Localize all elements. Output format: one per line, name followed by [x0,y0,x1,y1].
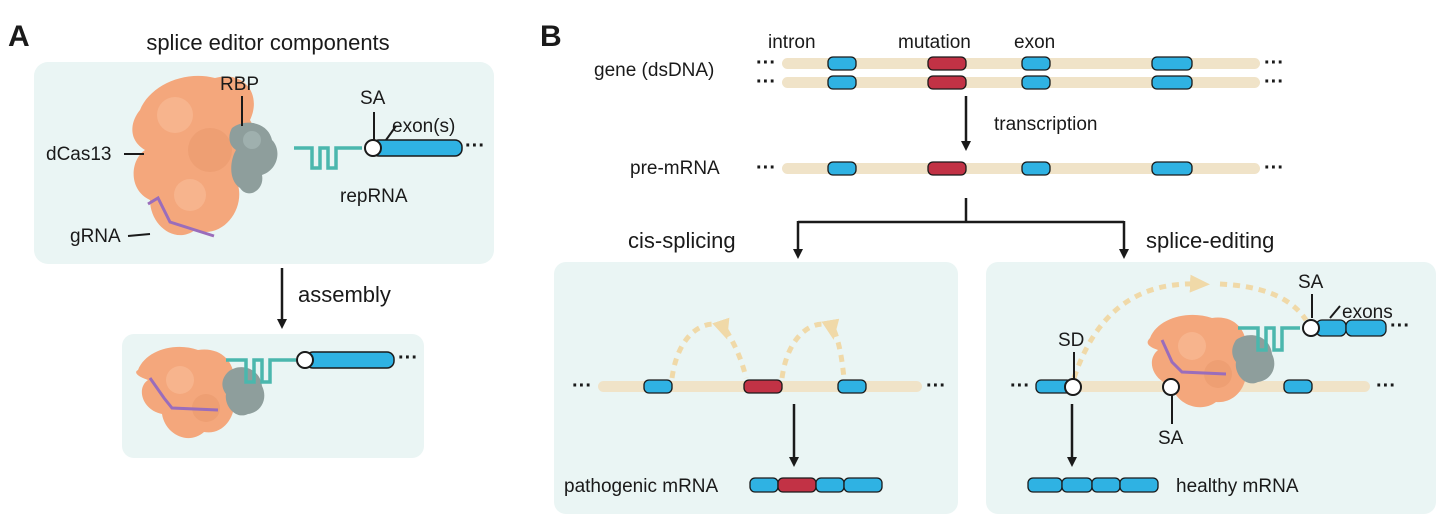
trans-splice-arc [1071,274,1210,379]
cis-ellipsis-left: ··· [572,375,592,397]
edit-ellipsis-right: ··· [1376,375,1396,397]
bound-rbp-icon [1232,335,1275,384]
assembled-exon-block [305,351,395,369]
pathogenic-mrna-label: pathogenic mRNA [564,476,719,497]
bound-reprna-icon [1238,326,1300,352]
sa-top-label: SA [1298,272,1324,293]
dcas13-protein-icon [132,75,255,236]
panel-a-letter: A [8,20,30,53]
assembled-sa-icon [296,351,314,369]
transcription-label: transcription [994,114,1098,135]
panel-b-letter: B [540,20,562,53]
panel-a-title: splice editor components [146,30,389,55]
gene-dsdna [782,56,1260,90]
healthy-mrna-label: healthy mRNA [1176,476,1299,497]
reprna-ellipsis: ··· [465,135,485,157]
sa-bottom-site-icon [1162,378,1180,396]
splice-arc-1 [669,317,730,379]
gene-ellipsis-right-top: ··· [1264,52,1284,74]
gene-ellipsis-left-bottom: ··· [756,71,776,93]
assembly-label: assembly [298,282,391,307]
healthy-mrna [1027,477,1159,493]
reprna-exon-2 [1345,319,1387,337]
grna-label: gRNA [70,226,121,247]
pre-mrna-ellipsis-right: ··· [1264,157,1284,179]
splice-editing-label: splice-editing [1146,228,1274,253]
cis-splicing-strand [598,379,922,394]
pre-mrna-ellipsis-left: ··· [756,157,776,179]
rbp-label: RBP [220,74,259,95]
cis-ellipsis-right: ··· [926,375,946,397]
assembled-grna-icon [148,377,219,412]
exon-label: exon [1014,32,1055,53]
exons-label-b: exons [1342,302,1393,323]
sd-label: SD [1058,330,1084,351]
intron-label: intron [768,32,816,53]
reprna-exons-ellipsis: ··· [1390,315,1410,337]
edit-ellipsis-left: ··· [1010,375,1030,397]
sa-label: SA [360,88,386,109]
gene-ellipsis-left-top: ··· [756,52,776,74]
reprna-hairpin-icon [294,146,362,170]
sa-top-site-icon [1302,319,1320,337]
gene-ellipsis-right-bottom: ··· [1264,71,1284,93]
splice-donor-site-icon [1064,378,1082,396]
sa-bottom-label: SA [1158,428,1184,449]
bound-grna-icon [1160,339,1227,376]
exons-label: exon(s) [392,116,455,137]
branch-arrows [793,198,1129,259]
reprna-label: repRNA [340,186,408,207]
rbp-protein-icon [229,122,278,194]
gene-label: gene (dsDNA) [594,60,714,81]
pathogenic-mrna [749,477,883,493]
splice-acceptor-site-icon [364,139,382,157]
pre-mrna-label: pre-mRNA [630,158,720,179]
dcas13-label: dCas13 [46,144,112,165]
grna-strand-icon [147,195,215,238]
splice-arc-2 [779,318,840,379]
mutation-label: mutation [898,32,971,53]
assembled-ellipsis: ··· [398,347,418,369]
assembled-reprna-icon [226,358,296,384]
pre-mrna-strand [782,161,1260,176]
reprna-exon-block [371,139,463,157]
cis-splicing-label: cis-splicing [628,228,736,253]
